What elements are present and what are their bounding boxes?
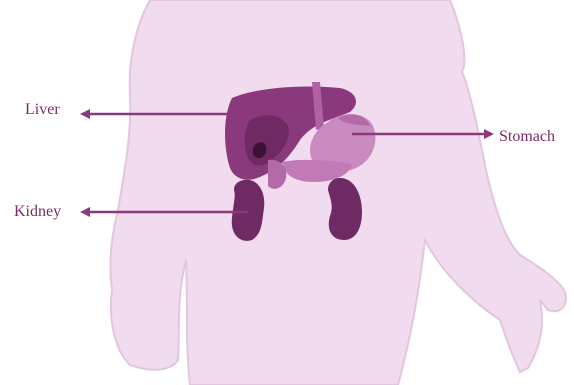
- kidney-label: Kidney: [14, 204, 61, 220]
- stomach-label: Stomach: [499, 129, 555, 145]
- liver-label: Liver: [25, 102, 60, 118]
